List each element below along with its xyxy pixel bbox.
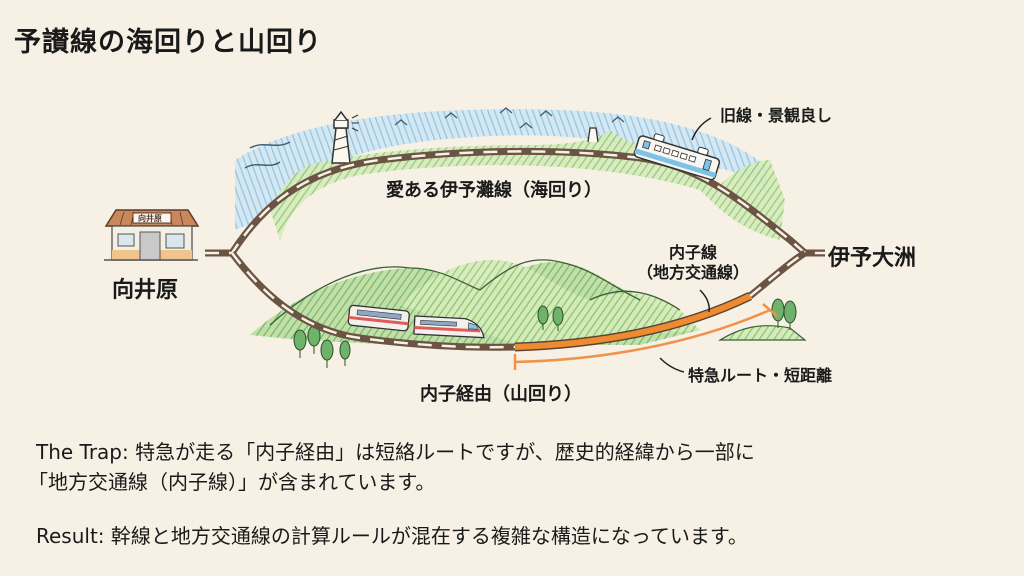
station-iyo-ozu: 伊予大洲	[828, 246, 917, 271]
slide-title: 予讃線の海回りと山回り	[14, 27, 322, 58]
express-train-icon	[347, 304, 485, 339]
lighthouse-icon	[331, 110, 359, 164]
result-text: Result: 幹線と地方交通線の計算ルールが混在する複雑な構造になっています。	[36, 524, 748, 548]
trap-text-line1: The Trap: 特急が走る「内子経由」は短絡ルートですが、歴史的経緯から一部…	[36, 440, 755, 464]
sea-route-note: 旧線・景観良し	[720, 106, 833, 125]
uchiko-line-label: 内子線 （地方交通線）	[633, 243, 753, 283]
sea-area	[235, 107, 770, 230]
uchiko-line-type: （地方交通線）	[636, 263, 749, 282]
railway-tracks	[205, 147, 825, 352]
express-route-bracket	[513, 303, 778, 370]
trap-text-line2: 「地方交通線（内子線）」が含まれています。	[28, 470, 436, 494]
local-train-icon	[633, 133, 721, 181]
station-mukaibara: 向井原	[112, 278, 179, 303]
express-route-note: 特急ルート・短距離	[688, 366, 833, 385]
shrine-icon	[587, 127, 599, 143]
sea-route-label: 愛ある伊予灘線（海回り）	[386, 180, 602, 201]
trees	[293, 298, 797, 368]
leader-lines	[659, 117, 712, 373]
station-sign: 向井原	[138, 214, 162, 223]
uchiko-line-name: 内子線	[668, 243, 717, 262]
station-building-icon	[104, 209, 200, 261]
mountain-route-label: 内子経由（山回り）	[420, 384, 582, 405]
